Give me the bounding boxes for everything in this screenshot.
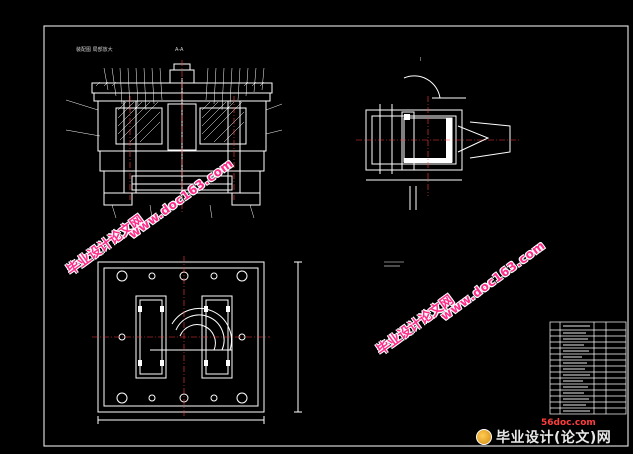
footer-site-small[interactable]: 56doc.com — [541, 418, 596, 428]
detail-fills — [404, 114, 452, 163]
brand-logo-icon — [476, 429, 492, 445]
footer-brand[interactable]: 毕业设计(论文)网 — [476, 426, 611, 448]
detail-view — [365, 75, 511, 210]
section-label: 装配图 局部放大 — [76, 47, 113, 53]
view-detail-label: I — [420, 57, 422, 63]
footer-brand-text: 毕业设计(论文)网 — [496, 430, 612, 446]
title-block-text-marks — [563, 325, 590, 412]
front-centerlines — [129, 60, 235, 212]
note-block — [384, 261, 404, 267]
plan-fills — [138, 306, 230, 366]
sheet-border — [43, 25, 629, 447]
title-block — [549, 321, 627, 415]
plan-centerlines — [92, 256, 270, 418]
plan-view — [97, 261, 302, 424]
detail-centerlines — [356, 96, 520, 196]
view-a-label: A-A — [175, 47, 184, 53]
front-leaders — [65, 67, 283, 219]
